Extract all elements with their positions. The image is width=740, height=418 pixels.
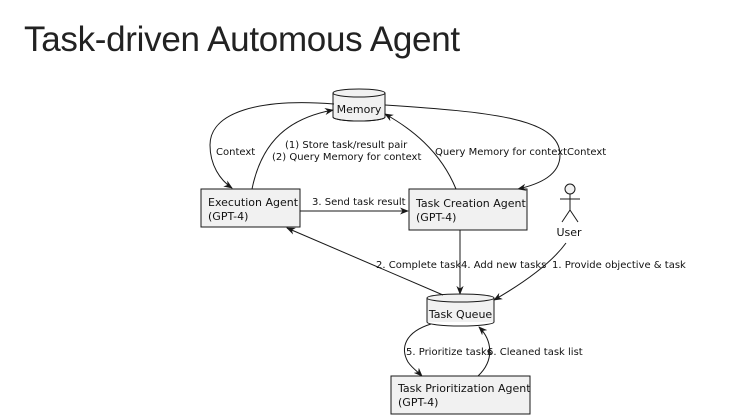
task-queue-label: Task Queue — [428, 308, 493, 321]
task-creation-agent-model: (GPT-4) — [416, 211, 456, 224]
edge-queue-to-execution — [286, 227, 444, 296]
task-creation-agent-title: Task Creation Agent — [415, 197, 527, 210]
label-user-to-queue: 1. Provide objective & task — [552, 260, 686, 271]
edge-memory-to-execution — [209, 102, 335, 189]
label-execution-to-memory-1: (1) Store task/result pair — [285, 140, 408, 151]
task-prioritization-agent-node: Task Prioritization Agent (GPT-4) — [390, 375, 531, 415]
execution-agent-title: Execution Agent — [208, 196, 299, 209]
task-queue-node: Task Queue — [426, 293, 495, 327]
memory-label: Memory — [337, 103, 382, 116]
label-prioritization-to-queue: 6. Cleaned task list — [487, 347, 583, 358]
label-execution-to-creation: 3. Send task result — [312, 197, 406, 208]
edge-user-to-queue — [493, 242, 567, 301]
task-creation-agent-node: Task Creation Agent (GPT-4) — [408, 188, 528, 231]
edge-creation-to-memory — [384, 113, 457, 190]
execution-agent-node: Execution Agent (GPT-4) — [200, 188, 301, 228]
label-queue-to-prioritization: 5. Prioritize tasks — [406, 347, 492, 358]
label-memory-to-creation: Context — [567, 147, 606, 158]
task-prioritization-agent-model: (GPT-4) — [398, 396, 438, 409]
label-memory-to-execution: Context — [216, 147, 255, 158]
edge-memory-to-creation — [384, 104, 561, 191]
label-queue-to-execution: 2. Complete task — [376, 260, 461, 271]
memory-node: Memory — [332, 88, 386, 122]
edge-prioritization-to-queue — [477, 326, 491, 377]
execution-agent-model: (GPT-4) — [208, 210, 248, 223]
task-prioritization-agent-title: Task Prioritization Agent — [397, 382, 531, 395]
label-creation-to-queue: 4. Add new tasks — [461, 260, 546, 271]
label-execution-to-memory-2: (2) Query Memory for context — [272, 152, 421, 163]
edge-execution-to-memory — [251, 107, 334, 190]
user-label: User — [556, 226, 582, 239]
edge-queue-to-prioritization — [404, 323, 432, 377]
user-actor: User — [556, 183, 582, 239]
slide-title: Task-driven Automous Agent — [24, 20, 460, 59]
label-creation-to-memory: Query Memory for context — [435, 147, 567, 158]
